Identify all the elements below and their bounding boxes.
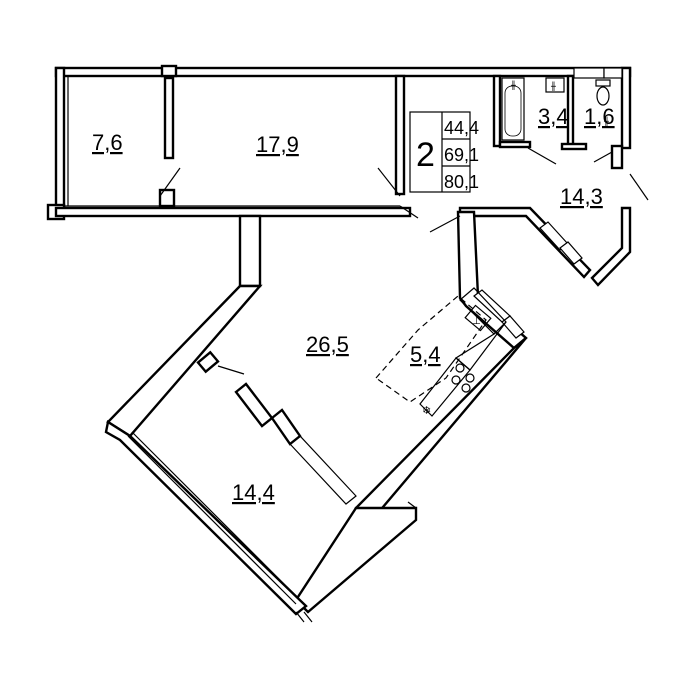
fridge-icon: ❄: [422, 404, 431, 417]
room-area-7-6: 7,6: [92, 130, 123, 155]
inner-partition: [196, 350, 357, 505]
kitchen-counter: [419, 287, 507, 417]
bathtub-icon: ╫: [501, 77, 525, 141]
entry-mark-2: [303, 611, 313, 623]
pipe-icon: ╫: [603, 116, 609, 126]
room-area-17-9: 17,9: [256, 132, 299, 157]
stove-icon: [451, 363, 475, 393]
living-area: 44,4: [444, 118, 479, 138]
entry-mark: [295, 611, 305, 623]
area-summary: 2 44,4 69,1 80,1: [409, 111, 479, 193]
svg-text:╫: ╫: [550, 81, 556, 91]
room-area-26-5: 26,5: [306, 332, 349, 357]
svg-text:⊥: ⊥: [472, 316, 481, 327]
area-with-balcony: 80,1: [444, 172, 479, 192]
kitchen-boundary: [375, 295, 487, 403]
sink-icon: ⊥: [464, 304, 492, 332]
toilet-icon: [595, 79, 611, 106]
room-area-14-4: 14,4: [232, 480, 275, 505]
lower-walls: [104, 210, 528, 616]
total-area: 69,1: [444, 145, 479, 165]
room-area-14-3: 14,3: [560, 184, 603, 209]
washbasin-icon: ╫: [545, 77, 565, 93]
door-lines: [159, 147, 649, 509]
room-area-1-6: 1,6: [584, 104, 615, 129]
svg-text:╫: ╫: [510, 80, 516, 90]
room-area-3-4: 3,4: [538, 104, 569, 129]
partition-walls: [158, 64, 624, 208]
room-area-5-4: 5,4: [410, 342, 441, 367]
rooms-count: 2: [416, 136, 435, 174]
exterior-walls: [46, 66, 632, 287]
